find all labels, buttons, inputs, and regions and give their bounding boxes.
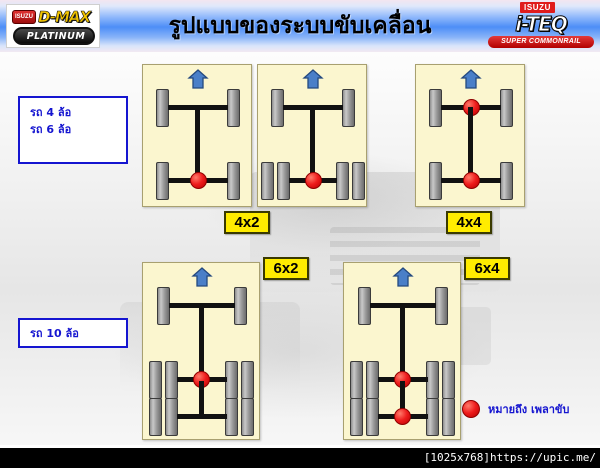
category-label-10-wheel: รถ 10 ล้อ [18, 318, 128, 348]
dmax-model-text: D-MAX [38, 8, 92, 27]
wheel [350, 398, 363, 436]
wheel [241, 398, 254, 436]
page-title: รูปแบบของระบบขับเคลื่อน [168, 13, 432, 39]
wheel [149, 361, 162, 399]
direction-arrow-icon [187, 69, 209, 89]
config-tag-4x2: 4x2 [224, 211, 270, 234]
legend-label: หมายถึง เพลาขับ [488, 403, 570, 416]
drive-axle-marker [463, 172, 480, 189]
category-label-4-and-6-wheel: รถ 4 ล้อ รถ 6 ล้อ [18, 96, 128, 164]
driveshaft-bar [195, 107, 200, 183]
drive-axle-marker [394, 408, 411, 425]
wheel [241, 361, 254, 399]
category-line: รถ 10 ล้อ [30, 327, 79, 340]
dmax-platinum-logo: ISUZU D-MAX PLATINUM [6, 4, 100, 48]
wheel [500, 162, 513, 200]
drive-axle-marker [190, 172, 207, 189]
diagram-4x2-4wheel [142, 64, 252, 207]
category-line: รถ 4 ล้อ [30, 106, 72, 119]
rear-axle-2-bar [177, 414, 227, 419]
wheel [261, 162, 274, 200]
legend: หมายถึง เพลาขับ [462, 400, 569, 418]
wheel [336, 162, 349, 200]
legend-drive-axle-marker-icon [462, 400, 480, 418]
slide-canvas: ISUZU D-MAX PLATINUM รูปแบบของระบบขับเคล… [0, 0, 600, 448]
wheel [442, 398, 455, 436]
config-tag-4x4: 4x4 [446, 211, 492, 234]
wheel [227, 162, 240, 200]
direction-arrow-icon [460, 69, 482, 89]
axle-link-bar [400, 381, 405, 417]
statusbar-size-and-url: [1025x768]https://upic.me/ [423, 451, 596, 464]
statusbar: [1025x768]https://upic.me/ [0, 448, 600, 468]
wheel [149, 398, 162, 436]
statusbar-top-edge [0, 445, 600, 448]
platinum-trim-text: PLATINUM [26, 31, 86, 42]
driveshaft-bar [310, 107, 315, 183]
diagram-6x4 [343, 262, 461, 440]
driveshaft-bar [199, 305, 204, 381]
slide-header: ISUZU D-MAX PLATINUM รูปแบบของระบบขับเคล… [0, 0, 600, 52]
driveshaft-bar [468, 107, 473, 183]
wheel [227, 89, 240, 127]
platinum-pill: PLATINUM [13, 27, 95, 45]
direction-arrow-icon [302, 69, 324, 89]
dmax-wordmark-row: ISUZU D-MAX [7, 7, 99, 27]
iteq-tech-text: i-TEQ [515, 12, 569, 36]
wheel [350, 361, 363, 399]
super-commonrail-text: SUPER COMMONRAIL [488, 36, 594, 48]
wheel [435, 287, 448, 325]
drive-axle-marker [305, 172, 322, 189]
diagram-6x2 [142, 262, 260, 440]
direction-arrow-icon [392, 267, 414, 287]
axle-link-bar [199, 381, 204, 417]
isuzu-badge-left: ISUZU [12, 10, 36, 24]
config-tag-6x4: 6x4 [464, 257, 510, 280]
diagram-4x4 [415, 64, 525, 207]
diagram-4x2-6wheel [257, 64, 367, 207]
wheel [500, 89, 513, 127]
wheel [442, 361, 455, 399]
isuzu-brand-text: ISUZU [520, 2, 555, 13]
wheel [352, 162, 365, 200]
driveshaft-bar [400, 305, 405, 381]
wheel [234, 287, 247, 325]
category-line: รถ 6 ล้อ [30, 123, 72, 136]
config-tag-6x2: 6x2 [263, 257, 309, 280]
direction-arrow-icon [191, 267, 213, 287]
wheel [342, 89, 355, 127]
iteq-commonrail-logo: ISUZU i-TEQ SUPER COMMONRAIL [486, 2, 596, 50]
